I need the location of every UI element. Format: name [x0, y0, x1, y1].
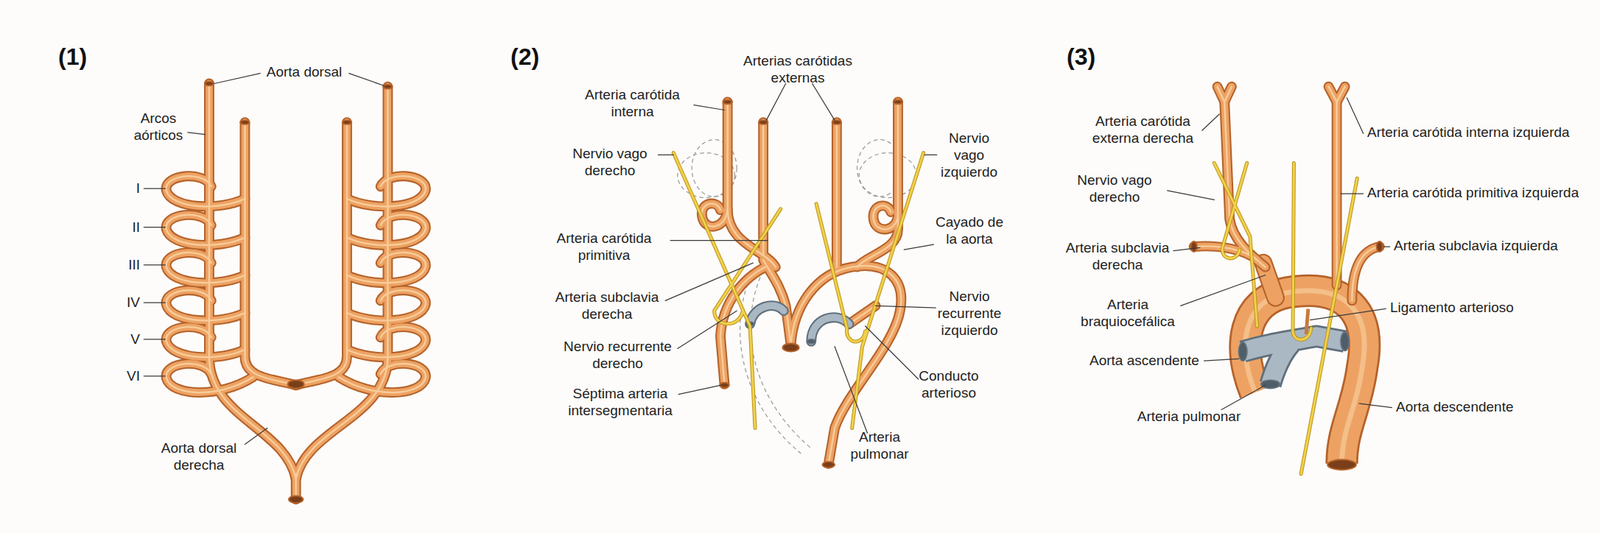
- part-label: Nervio recurrente izquierdo: [928, 288, 1010, 339]
- pulmonary-outline: [749, 305, 849, 342]
- panel-number: (3): [1066, 42, 1096, 71]
- vessel-outline: [1194, 86, 1380, 302]
- part-label: Aorta descendente: [1395, 399, 1514, 417]
- part-label: Arteria carótida interna: [567, 86, 697, 121]
- part-label: Aorta dorsal: [223, 64, 386, 82]
- leader-line: [143, 73, 1392, 445]
- part-label: Nervio vago derecho: [1062, 172, 1167, 207]
- vessel: [166, 83, 426, 501]
- part-label: Arteria subclavia izquierda: [1393, 237, 1559, 255]
- part-label: Arteria subclavia derecha: [544, 289, 670, 324]
- part-label: Cayado de la aorta: [932, 214, 1007, 249]
- arch-number: II: [131, 219, 140, 237]
- pulmonary-outline: [1242, 336, 1346, 385]
- part-label: Arteria carótida primitiva izquierda: [1367, 184, 1579, 202]
- arch-number: V: [130, 331, 140, 349]
- ligament: [1306, 308, 1309, 335]
- part-label: Nervio recurrente derecho: [553, 338, 683, 373]
- vessel-highlight: [1194, 86, 1380, 302]
- regressed-vessel: [677, 139, 917, 454]
- part-label: Séptima arteria intersegmentaria: [550, 386, 691, 420]
- part-label: Arteria carótida primitiva: [541, 230, 667, 265]
- part-label: Arteria carótida interna izquierda: [1367, 124, 1570, 142]
- vessel-end: [204, 81, 1383, 504]
- part-label: Arteria braquiocefálica: [1072, 296, 1184, 331]
- part-label: Nervio vago izquierdo: [934, 130, 1005, 181]
- part-label: Arteria carótida externa derecha: [1074, 113, 1212, 148]
- nerve: [673, 153, 1357, 475]
- part-label: Nervio vago derecho: [558, 145, 662, 180]
- part-label: Arterias carótidas externas: [724, 53, 872, 87]
- part-label: Ligamento arterioso: [1390, 299, 1514, 317]
- vessel: [1194, 86, 1380, 302]
- vessel-outline: [166, 83, 426, 501]
- nerve-outline: [673, 153, 1357, 475]
- part-label: Arcos aórticos: [121, 110, 196, 145]
- part-label: Aorta ascendente: [1089, 352, 1200, 370]
- pulmonary-artery: [1242, 336, 1346, 385]
- pulmonary-artery: [749, 305, 849, 342]
- arch-number: I: [136, 180, 140, 198]
- panel-number: (2): [510, 42, 540, 71]
- vessel-highlight: [166, 83, 426, 501]
- panel-number: (1): [58, 42, 87, 71]
- arch-number: III: [128, 257, 140, 275]
- part-label: Arteria pulmonar: [846, 429, 913, 464]
- arch-number: VI: [126, 368, 140, 386]
- part-label: Aorta dorsal derecha: [143, 440, 255, 475]
- part-label: Arteria pulmonar: [1107, 408, 1270, 426]
- part-label: Conducto arterioso: [908, 368, 990, 403]
- arch-number: IV: [126, 294, 140, 312]
- part-label: Arteria subclavia derecha: [1054, 240, 1181, 275]
- pulmonary-end: [746, 321, 1350, 389]
